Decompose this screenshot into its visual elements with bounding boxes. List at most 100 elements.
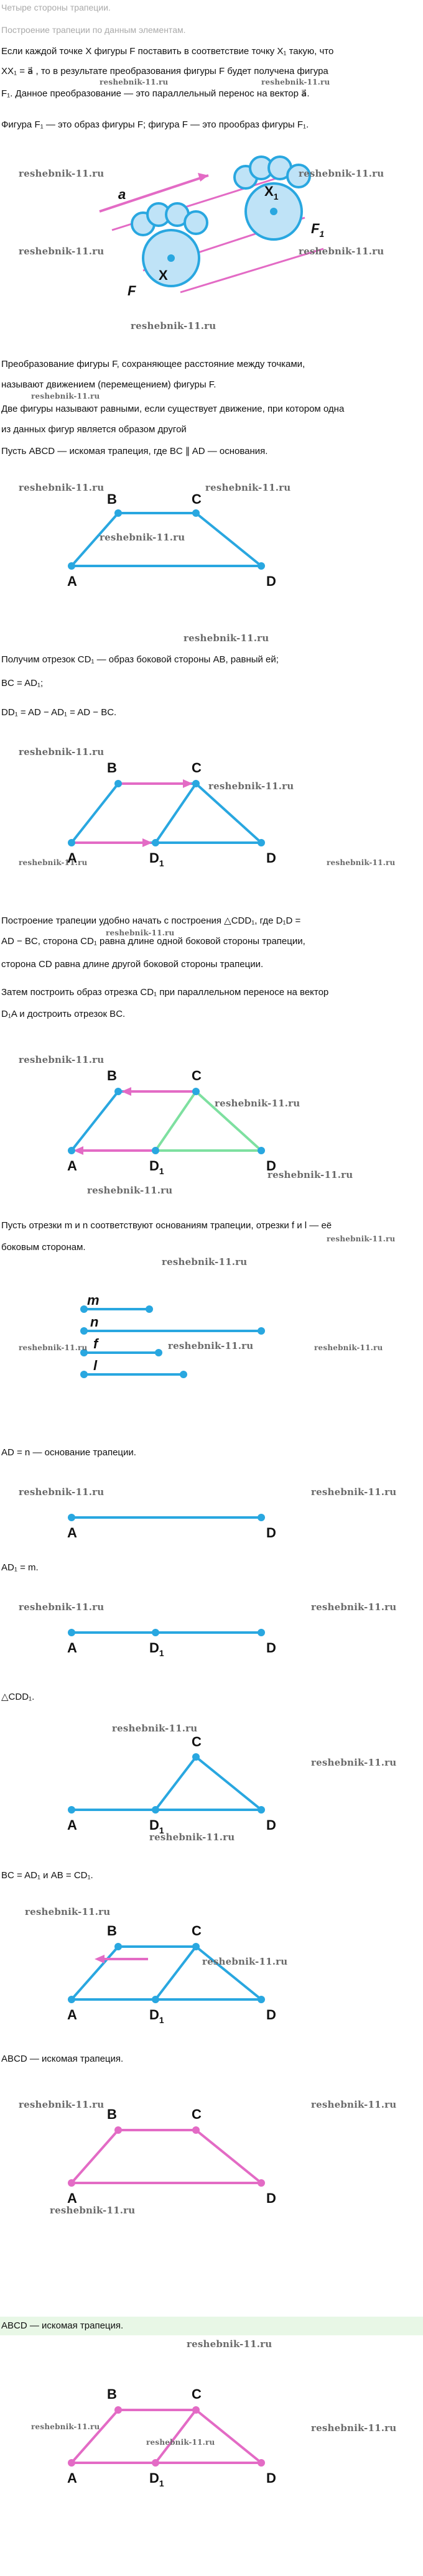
vector-a-label: a [118,187,126,202]
watermark: reshebnik-11.ru [311,1757,397,1768]
p6-line-a: Построение трапеции удобно начать с пост… [1,915,301,926]
segment-ad1-figure: A D1 D reshebnik-11.ru reshebnik-11.ru [0,1589,423,1664]
vertex-d-label: D [266,1817,276,1833]
vertex-b-label: B [107,1923,117,1939]
header-line-2: Построение трапеции по данным элементам. [1,25,186,35]
watermark: reshebnik-11.ru [162,1256,248,1267]
vertex-d-label: D [266,573,276,589]
watermark: reshebnik-11.ru [311,2099,397,2110]
vertex-d-label: D [266,1158,276,1174]
segment-l-label: l [93,1358,98,1373]
vertex-d1-label: D1 [149,1817,164,1835]
vertex-b-label: B [107,2106,117,2122]
p1-line-c: F₁. Данное преобразование — это параллел… [1,88,310,99]
watermark: reshebnik-11.ru [205,482,291,493]
watermark: reshebnik-11.ru [311,1486,397,1498]
watermark: reshebnik-11.ru [50,2205,136,2216]
watermark: reshebnik-11.ru [25,1906,111,1917]
watermark: reshebnik-11.ru [184,632,269,644]
p9-text: AD = n — основание трапеции. [1,1447,136,1458]
trapezoid-figure-4: B C A D1 D reshebnik-11.ru reshebnik-11.… [0,1888,423,2031]
translation-svg [99,155,324,294]
trapezoid-figure-1: B C A D reshebnik-11.ru reshebnik-11.ru … [0,473,423,597]
p12-text: BC = AD₁ и AB = CD₁. [1,1870,93,1881]
triangle-figure: C A D1 D reshebnik-11.ru reshebnik-11.ru… [0,1710,423,1843]
p8-line-b: боковым сторонам. [1,1242,86,1253]
watermark: reshebnik-11.ru [19,1054,105,1065]
watermark: reshebnik-11.ru [314,1343,383,1352]
watermark: reshebnik-11.ru [19,746,105,758]
p6-line-b: AD − BC, сторона CD₁ равна длине одной б… [1,936,305,947]
vertex-d1-label: D1 [149,850,164,868]
trapezoid-figure-final-1: B C A D reshebnik-11.ru reshebnik-11.ru … [0,2071,423,2216]
vertex-b-label: B [107,1068,117,1083]
p14-text-highlight: ABCD — искомая трапеция. [0,2317,423,2335]
vertex-b-label: B [107,2386,117,2402]
segment-f-label: f [93,1336,98,1351]
figure-f-label: F [128,283,136,299]
vertex-a-label: A [67,1158,77,1174]
vertex-c-label: C [192,760,202,776]
watermark: reshebnik-11.ru [106,929,175,937]
vertex-a-label: A [67,1525,77,1541]
p3-line-c: Две фигуры называют равными, если сущест… [1,404,345,414]
vertex-d1-label: D1 [149,2007,164,2025]
p3-line-a: Преобразование фигуры F, сохраняющее рас… [1,359,305,369]
vertex-c-label: C [192,2106,202,2122]
trapezoid-figure-final-2: B C A D1 D reshebnik-11.ru reshebnik-11.… [0,2351,423,2494]
watermark: reshebnik-11.ru [31,2422,100,2431]
vertex-a-label: A [67,850,77,866]
watermark: reshebnik-11.ru [19,168,105,179]
watermark: reshebnik-11.ru [261,78,330,86]
segments-figure: m n f l reshebnik-11.ru reshebnik-11.ru … [0,1281,423,1406]
vertex-d-label: D [266,2470,276,2486]
figure-f1-label: F1 [311,221,325,239]
p1-line-a: Если каждой точке X фигуры F поставить в… [1,46,334,57]
point-x-label: X [159,267,168,283]
watermark: reshebnik-11.ru [299,168,384,179]
watermark: reshebnik-11.ru [19,1486,105,1498]
watermark: reshebnik-11.ru [146,2438,215,2447]
p3-line-d: из данных фигур является образом другой [1,424,187,435]
watermark: reshebnik-11.ru [327,1235,396,1243]
watermark: reshebnik-11.ru [299,246,384,257]
watermark: reshebnik-11.ru [208,781,294,792]
vertex-d1-label: D1 [149,1640,164,1658]
vertex-d1-label: D1 [149,1158,164,1176]
p4-text: Пусть ABCD — искомая трапеция, где BC ∥ … [1,446,268,456]
p1-line-b: XX₁ = a⃗ , то в результате преобразовани… [1,66,328,76]
vertex-c-label: C [192,2386,202,2402]
watermark: reshebnik-11.ru [19,1343,88,1352]
p6-line-c: сторона CD равна длине другой боковой ст… [1,959,264,970]
vertex-d-label: D [266,2190,276,2206]
translation-figure: a X X1 F F1 reshebnik-11.ru reshebnik-11… [0,143,423,311]
watermark: reshebnik-11.ru [311,2422,397,2434]
vertex-a-label: A [67,2007,77,2022]
watermark: reshebnik-11.ru [187,2338,272,2350]
watermark: reshebnik-11.ru [327,858,396,867]
watermark: reshebnik-11.ru [100,532,185,543]
watermark: reshebnik-11.ru [311,1601,397,1613]
p7-line-a: Затем построить образ отрезка CD₁ при па… [1,987,329,998]
p11-text: △CDD₁. [1,1692,35,1702]
p10-text: AD₁ = m. [1,1562,39,1573]
watermark: reshebnik-11.ru [112,1723,198,1734]
segment-n-label: n [90,1314,99,1330]
watermark: reshebnik-11.ru [19,246,105,257]
watermark: reshebnik-11.ru [131,320,216,331]
vertex-a-label: A [67,1640,77,1656]
watermark: reshebnik-11.ru [31,392,100,401]
vertex-b-label: B [107,491,117,507]
vertex-c-label: C [192,1068,202,1083]
watermark: reshebnik-11.ru [168,1340,254,1351]
header-line-1: Четыре стороны трапеции. [1,2,111,12]
vertex-b-label: B [107,760,117,776]
p5-line-a: Получим отрезок CD₁ — образ боковой стор… [1,654,279,665]
p5-line-b: BC = AD₁; [1,678,44,688]
vertex-d-label: D [266,850,276,866]
vertex-d1-label: D1 [149,2470,164,2488]
vertex-c-label: C [192,491,202,507]
watermark: reshebnik-11.ru [19,2099,105,2110]
point-x1-label: X1 [264,183,279,202]
watermark: reshebnik-11.ru [267,1169,353,1180]
